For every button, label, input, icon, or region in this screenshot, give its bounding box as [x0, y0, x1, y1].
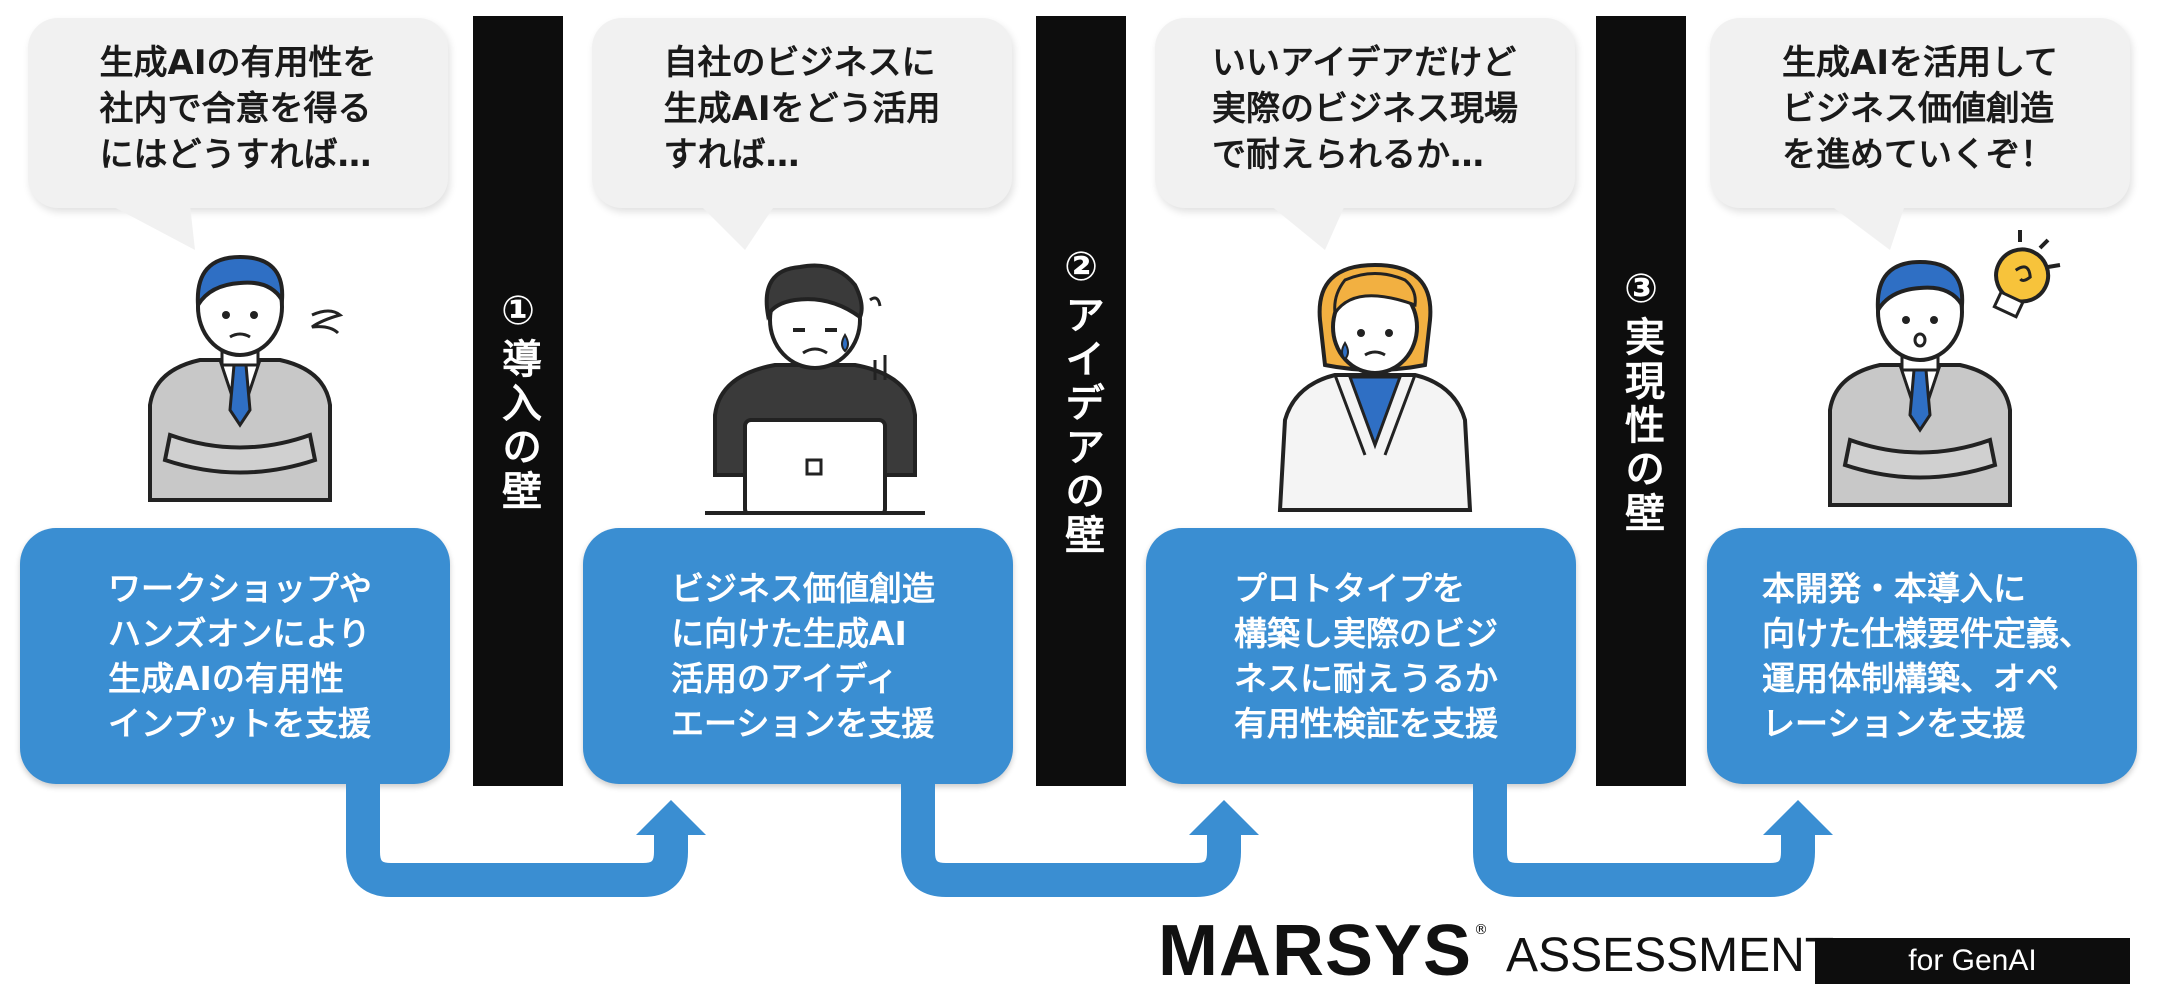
speech-bubble-1: 生成AIの有用性を 社内で合意を得る にはどうすれば… [28, 18, 448, 208]
support-box-4: 本開発・本導入に 向けた仕様要件定義、 運用体制構築、オペ レーションを支援 [1707, 528, 2137, 784]
logo-product: ASSESSMENT [1506, 929, 1835, 982]
support-box-3-text: プロトタイプを 構築し実際のビジ ネスに耐えうるか 有用性検証を支援 [1234, 569, 1498, 743]
speech-bubble-2-text: 自社のビジネスに 生成AIをどう活用 すれば… [663, 43, 941, 175]
person-with-laptop-illustration [705, 263, 925, 515]
worried-businessman-illustration [148, 254, 344, 502]
flow-arrow-2-head [1189, 800, 1259, 835]
logo-brand: MARSYS [1158, 911, 1473, 991]
speech-bubble-1-tail [110, 205, 195, 250]
flow-arrow-2 [901, 784, 1241, 897]
support-box-4-text: 本開発・本導入に 向けた仕様要件定義、 運用体制構築、オペ レーションを支援 [1762, 569, 2092, 743]
for-genai-badge-text: for GenAI [1908, 944, 2037, 977]
support-box-1: ワークショップや ハンズオンにより 生成AIの有用性 インプットを支援 [20, 528, 450, 784]
inspired-businessman-illustration [1828, 230, 2061, 507]
wall-introduction-label: ①導入の壁 [495, 288, 541, 514]
for-genai-badge: for GenAI [1815, 938, 2130, 984]
support-box-1-text: ワークショップや ハンズオンにより 生成AIの有用性 インプットを支援 [108, 569, 372, 743]
worried-woman-illustration [1277, 262, 1473, 512]
support-box-3: プロトタイプを 構築し実際のビジ ネスに耐えうるか 有用性検証を支援 [1146, 528, 1576, 784]
marsys-assessment-logo: MARSYS ® ASSESSMENT [1158, 911, 1835, 991]
speech-bubble-2-tail [700, 205, 775, 250]
support-box-2-text: ビジネス価値創造 に向けた生成AI 活用のアイディ エーションを支援 [671, 569, 935, 743]
flow-arrow-1-head [636, 800, 706, 835]
speech-bubble-3-text: いいアイデアだけど 実際のビジネス現場 で耐えられるか… [1212, 43, 1518, 175]
speech-bubble-4: 生成AIを活用して ビジネス価値創造 を進めていくぞ！ [1710, 18, 2130, 208]
flow-arrow-3 [1473, 784, 1815, 897]
speech-bubble-3-tail [1270, 205, 1345, 250]
wall-idea: ②アイデアの壁 [1036, 16, 1126, 786]
wall-feasibility-label: ③実現性の壁 [1618, 266, 1664, 536]
support-box-2: ビジネス価値創造 に向けた生成AI 活用のアイディ エーションを支援 [583, 528, 1013, 784]
speech-bubble-2: 自社のビジネスに 生成AIをどう活用 すれば… [592, 18, 1012, 208]
flow-arrow-3-head [1763, 800, 1833, 835]
wall-idea-label: ②アイデアの壁 [1058, 244, 1104, 558]
speech-bubble-4-tail [1830, 205, 1905, 250]
speech-bubble-3: いいアイデアだけど 実際のビジネス現場 で耐えられるか… [1155, 18, 1575, 208]
speech-bubble-4-text: 生成AIを活用して ビジネス価値創造 を進めていくぞ！ [1782, 43, 2058, 175]
wall-introduction: ①導入の壁 [473, 16, 563, 786]
logo-registered-mark: ® [1474, 922, 1489, 938]
speech-bubble-1-text: 生成AIの有用性を 社内で合意を得る にはどうすれば… [99, 43, 377, 175]
wall-feasibility: ③実現性の壁 [1596, 16, 1686, 786]
flow-arrow-1 [346, 784, 688, 897]
